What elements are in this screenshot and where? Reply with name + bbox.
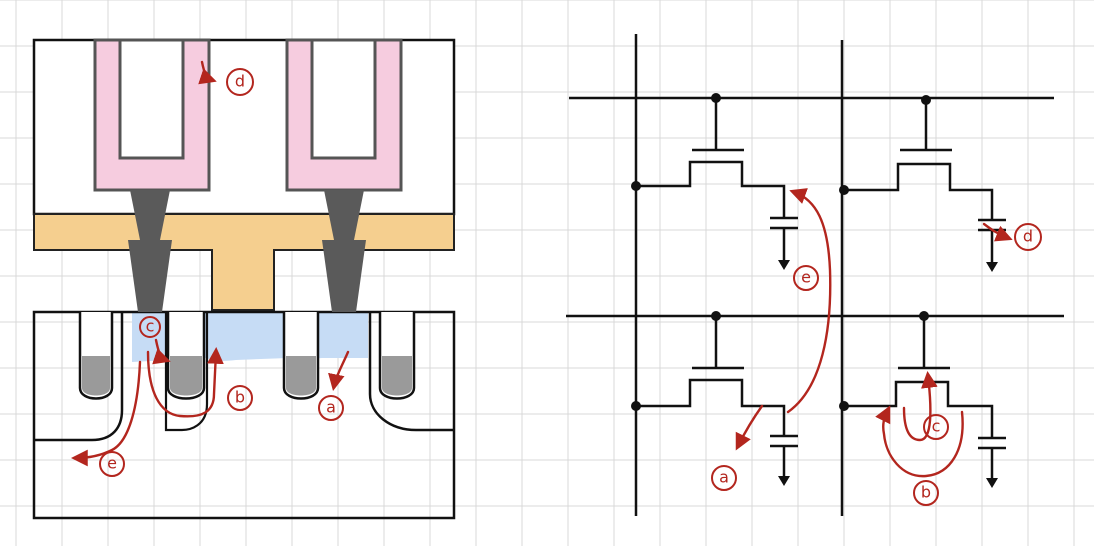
circuit-schematic [566,34,1064,516]
label-b-circuit: b [921,483,931,502]
label-a-circuit: a [719,468,729,487]
dram-cell-top-left [636,98,798,260]
circuit-nodes [631,93,998,488]
storage-capacitor-left [93,38,211,192]
buried-gates [78,312,416,400]
isolation-left [34,312,124,442]
schematic-annotations: e a d c b [711,188,1042,506]
cross-section [32,38,456,520]
storage-capacitor-right [285,38,403,192]
leak-arrow-a [328,350,350,391]
leak-arrow-d [198,60,217,85]
leak-arrow-b [146,346,224,418]
leak-arrow-b-circuit [875,405,964,478]
label-a: a [326,398,336,417]
contact-plug-left [128,190,172,312]
leak-arrow-e-circuit [786,188,832,414]
isolation-right [368,312,454,432]
dram-cell-bottom-left [636,316,798,476]
leak-arrow-c-circuit [902,370,938,442]
leak-arrow-c [152,338,171,365]
label-c: c [146,317,155,336]
label-e: e [107,454,117,473]
contact-plug-right [322,190,366,312]
dram-cell-bottom-right [842,316,1006,478]
label-e-circuit: e [801,268,811,287]
substrate [32,310,456,520]
label-d: d [235,72,245,91]
leak-arrow-d-circuit [982,222,1013,242]
label-b: b [235,388,245,407]
leak-arrow-a-circuit [735,404,764,451]
label-c-circuit: c [932,417,941,436]
label-d-circuit: d [1023,227,1033,246]
dram-cell-top-right [842,98,1006,262]
bit-line [33,213,455,311]
leak-arrow-e [70,360,142,467]
cross-section-annotations: d c b a e [70,60,350,477]
isolation-middle [164,312,209,432]
